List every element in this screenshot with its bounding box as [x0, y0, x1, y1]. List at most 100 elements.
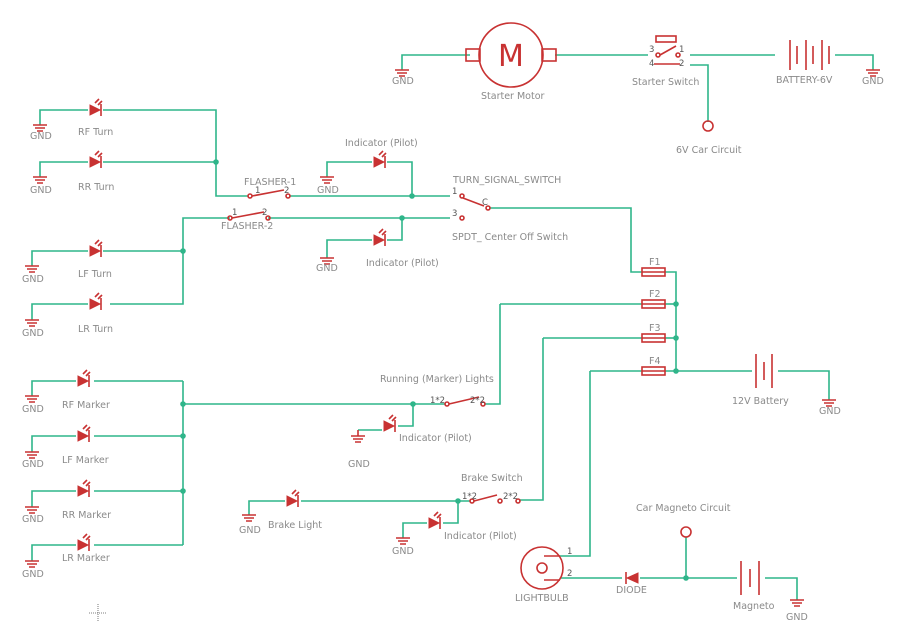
- fuse-symbols: [641, 267, 666, 376]
- brake-light-label: Brake Light: [268, 520, 322, 531]
- battery-6v-label: BATTERY-6V: [776, 75, 833, 86]
- wire-starter-gnd: [401, 54, 470, 70]
- running-lights-switch-symbol: [444, 396, 486, 407]
- wires: [31, 54, 874, 600]
- junction-dot: [683, 575, 689, 581]
- junction-dot: [180, 433, 186, 439]
- pin-label: 1: [232, 208, 237, 218]
- lf-marker-label: LF Marker: [62, 455, 109, 466]
- gnd-label: GND: [392, 546, 414, 557]
- flasher-1-symbol: [247, 189, 291, 199]
- junction-dot: [180, 401, 186, 407]
- pin-label: 2: [567, 569, 572, 579]
- junction-dot: [455, 498, 461, 504]
- ground-icon: [866, 69, 880, 77]
- indicator-running-label: Indicator (Pilot): [399, 433, 472, 444]
- pin-label: 1: [452, 187, 457, 197]
- led-icon: [77, 369, 91, 387]
- wire-front-turn-bus: [103, 109, 248, 197]
- led-icon: [89, 239, 103, 257]
- lightbulb-label: LIGHTBULB: [515, 593, 569, 604]
- gnd-label: GND: [22, 569, 44, 580]
- wire-left-turn-bus: [110, 217, 230, 305]
- ground-icon: [396, 537, 410, 545]
- turn-signal-switch-label: TURN_SIGNAL_SWITCH: [452, 175, 561, 186]
- ground-icon: [25, 560, 39, 568]
- wire-battery-gnd: [835, 54, 874, 70]
- wire-indicator-mid-2: [387, 218, 403, 241]
- pin-label: 2: [284, 186, 289, 196]
- junction-dot: [399, 215, 405, 221]
- motor-letter: M: [498, 39, 524, 74]
- wire-lf-turn: [31, 250, 88, 266]
- fuse-f4-label: F4: [649, 356, 661, 367]
- crosshair-cursor-icon: [89, 604, 107, 622]
- gnd-label: GND: [22, 274, 44, 285]
- wire-lr-marker: [31, 544, 76, 561]
- wire-indicator-running-2: [398, 404, 414, 427]
- pin-label: 3: [452, 209, 457, 219]
- wire-rf-marker: [31, 380, 76, 396]
- indicator-mid-label: Indicator (Pilot): [366, 258, 439, 269]
- car-magneto-circuit-label: Car Magneto Circuit: [636, 503, 731, 514]
- indicator-top-label: Indicator (Pilot): [345, 138, 418, 149]
- wire-turn-switch-out: [490, 207, 642, 273]
- led-icon: [77, 533, 91, 551]
- led-icon: [77, 479, 91, 497]
- ground-icon: [25, 265, 39, 273]
- rr-marker-label: RR Marker: [62, 510, 111, 521]
- led-icon: [89, 292, 103, 310]
- ground-icon: [351, 430, 365, 443]
- junction-dot: [180, 488, 186, 494]
- rf-turn-label: RF Turn: [78, 127, 113, 138]
- starter-switch-label: Starter Switch: [632, 77, 699, 88]
- wire-lr-turn: [31, 303, 88, 320]
- wire-6v-circuit: [690, 64, 709, 122]
- ground-icon: [25, 319, 39, 327]
- gnd-label: GND: [22, 328, 44, 339]
- pin-label: 2: [679, 59, 684, 69]
- led-icon: [286, 489, 300, 507]
- pin-label: 1*2: [430, 396, 445, 406]
- lf-turn-label: LF Turn: [78, 269, 112, 280]
- wire-indicator-mid: [326, 239, 372, 258]
- ground-icon: [25, 395, 39, 403]
- fuse-f3-label: F3: [649, 323, 661, 334]
- rr-turn-label: RR Turn: [78, 182, 114, 193]
- ground-icon: [395, 69, 409, 77]
- junctions: [180, 159, 689, 581]
- pin-label: 2: [262, 208, 267, 218]
- gnd-label: GND: [30, 131, 52, 142]
- fuse-f2-label: F2: [649, 289, 661, 300]
- junction-dot: [673, 335, 679, 341]
- battery-12v-label: 12V Battery: [732, 396, 789, 407]
- flasher-1-label: FLASHER-1: [244, 177, 296, 188]
- wire-indicator-top: [326, 161, 372, 177]
- wire-rf-turn: [39, 109, 88, 125]
- gnd-label: GND: [316, 263, 338, 274]
- turn-signal-switch-symbol: [459, 193, 491, 221]
- wire-magneto-gnd: [765, 577, 798, 600]
- gnd-label: GND: [30, 185, 52, 196]
- led-icon: [383, 414, 397, 432]
- rf-marker-label: RF Marker: [62, 400, 110, 411]
- gnd-label: GND: [862, 76, 884, 87]
- brake-switch-symbol: [469, 494, 521, 504]
- ground-icon: [790, 599, 804, 607]
- wire-battery-12v-gnd: [778, 370, 830, 400]
- starter-motor-label: Starter Motor: [481, 91, 545, 102]
- wire-indicator-top-2: [387, 161, 413, 196]
- led-icon: [428, 511, 442, 529]
- pin-label: 2*2: [503, 492, 518, 502]
- gnd-label: GND: [22, 514, 44, 525]
- flasher-2-symbol: [227, 211, 271, 221]
- wire-rr-turn: [39, 161, 88, 177]
- junction-dot: [213, 159, 219, 165]
- gnd-label: GND: [22, 459, 44, 470]
- brake-switch-label: Brake Switch: [461, 473, 523, 484]
- wire-rr-marker: [31, 490, 76, 507]
- ground-labels: GND GND GND GND GND GND GND GND GND GND …: [22, 76, 884, 623]
- pin-label: 1*2: [462, 492, 477, 502]
- ground-icon: [33, 176, 47, 184]
